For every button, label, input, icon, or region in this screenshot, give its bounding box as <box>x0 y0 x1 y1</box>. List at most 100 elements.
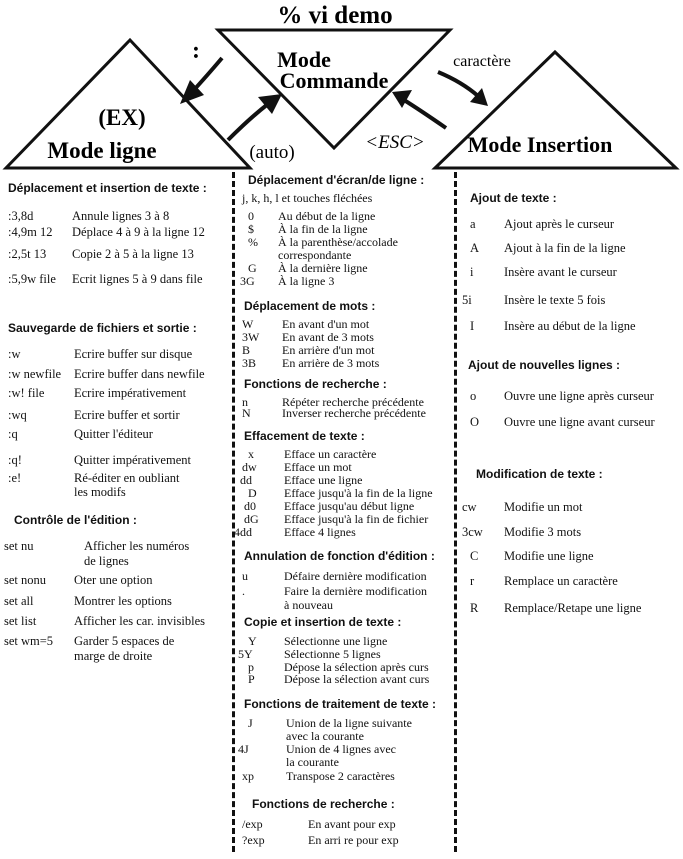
command-key: O <box>470 415 480 429</box>
command-desc: Ecrire buffer sur disque <box>74 347 193 361</box>
command-desc: Modifie 3 mots <box>504 525 582 539</box>
mode-insertion-label: Mode Insertion <box>468 132 613 157</box>
arrow-commande-to-insertion <box>437 70 480 98</box>
list-item: $ À la fin de la ligne <box>248 223 368 235</box>
command-key: % <box>248 235 258 249</box>
command-desc: Remplace un caractère <box>504 574 618 588</box>
command-desc: Insère avant le curseur <box>504 265 617 279</box>
list-item: dw Efface un mot <box>242 461 352 473</box>
command-key: 5i <box>462 293 472 307</box>
command-desc: Efface jusqu'à la fin de fichier <box>284 512 429 526</box>
command-desc: Oter une option <box>74 573 153 587</box>
arrow-colon-label: : <box>192 38 200 64</box>
mode-insertion-triangle <box>431 49 680 170</box>
command-key: B <box>242 343 251 357</box>
command-key: a <box>470 217 476 231</box>
command-key: P <box>248 672 255 686</box>
command-key: set all <box>4 594 34 608</box>
command-desc: Ajout à la fin de la ligne <box>504 241 626 255</box>
mode-diagram: % vi demo Mode Commande (EX) Mode ligne … <box>2 2 680 170</box>
command-key: :w newfile <box>8 367 62 381</box>
command-key: W <box>242 317 254 331</box>
command-key: :wq <box>8 408 27 422</box>
command-key: :q <box>8 427 18 441</box>
command-key: :5,9w file <box>8 272 56 286</box>
list-item: :q!Quitter impérativement <box>8 454 191 467</box>
command-desc: Au début de la ligne <box>278 209 376 223</box>
command-key: u <box>242 569 248 583</box>
command-key: R <box>470 601 479 615</box>
command-desc: Insère au début de la ligne <box>504 319 636 333</box>
command-key: 3G <box>240 274 255 288</box>
command-key: $ <box>248 222 254 236</box>
command-desc: Efface une ligne <box>284 473 363 487</box>
section-heading: Déplacement d'écran/de ligne : <box>248 173 425 187</box>
list-item: :e! Ré-éditer en oubliant <box>8 472 180 485</box>
arrow-head-icon <box>470 88 488 106</box>
section-heading: Sauvegarde de fichiers et sortie : <box>8 321 197 335</box>
command-key: :4,9m 12 <box>8 225 53 239</box>
command-key: 3cw <box>462 525 483 539</box>
section-heading: Fonctions de traitement de texte : <box>244 697 437 711</box>
section-heading: Modification de texte : <box>476 467 603 481</box>
command-desc: Ouvre une ligne avant curseur <box>504 415 655 429</box>
command-desc: Ecrire buffer dans newfile <box>74 367 205 381</box>
command-desc: Quitter impérativement <box>74 453 191 467</box>
list-item: .Faire la dernière modification <box>242 585 427 597</box>
command-desc: À la fin de la ligne <box>278 222 368 236</box>
command-desc: En arrière de 3 mots <box>282 356 380 370</box>
command-key: x <box>248 447 254 461</box>
command-desc-continued: marge de droite <box>74 649 153 663</box>
list-item: 3cw Modifie 3 mots <box>462 526 581 539</box>
list-item: %À la parenthèse/accolade <box>248 236 398 248</box>
command-key: :e! <box>8 471 22 485</box>
arrow-head-icon <box>392 90 412 108</box>
command-key: ?exp <box>242 833 265 847</box>
command-desc: Dépose la sélection avant curs <box>284 672 430 686</box>
mode-ligne-triangle <box>2 37 254 170</box>
command-desc: En avant pour exp <box>308 817 396 831</box>
command-key: n <box>242 395 248 409</box>
command-key: I <box>470 319 475 333</box>
section-heading: Fonctions de recherche : <box>252 797 395 811</box>
command-desc-continued: la courante <box>286 755 339 769</box>
command-desc: Efface un mot <box>284 460 352 474</box>
command-key: d0 <box>244 499 256 513</box>
command-desc: En avant d'un mot <box>282 317 370 331</box>
command-key: :3,8d <box>8 209 34 223</box>
list-item: 3B En arrière de 3 mots <box>242 357 379 369</box>
command-desc: Transpose 2 caractères <box>286 769 395 783</box>
command-key: 3B <box>242 356 257 370</box>
command-key: o <box>470 389 477 403</box>
column-divider-right <box>454 172 457 852</box>
section-heading: Ajout de texte : <box>470 191 557 205</box>
command-desc: Insère le texte 5 fois <box>504 293 606 307</box>
section-heading: Déplacement et insertion de texte : <box>8 181 207 195</box>
command-desc: Ré-éditer en oubliant <box>74 471 180 485</box>
command-key: dw <box>242 460 257 474</box>
command-desc-continued: à nouveau <box>284 598 333 612</box>
list-item: P Dépose la sélection avant curs <box>248 673 429 685</box>
